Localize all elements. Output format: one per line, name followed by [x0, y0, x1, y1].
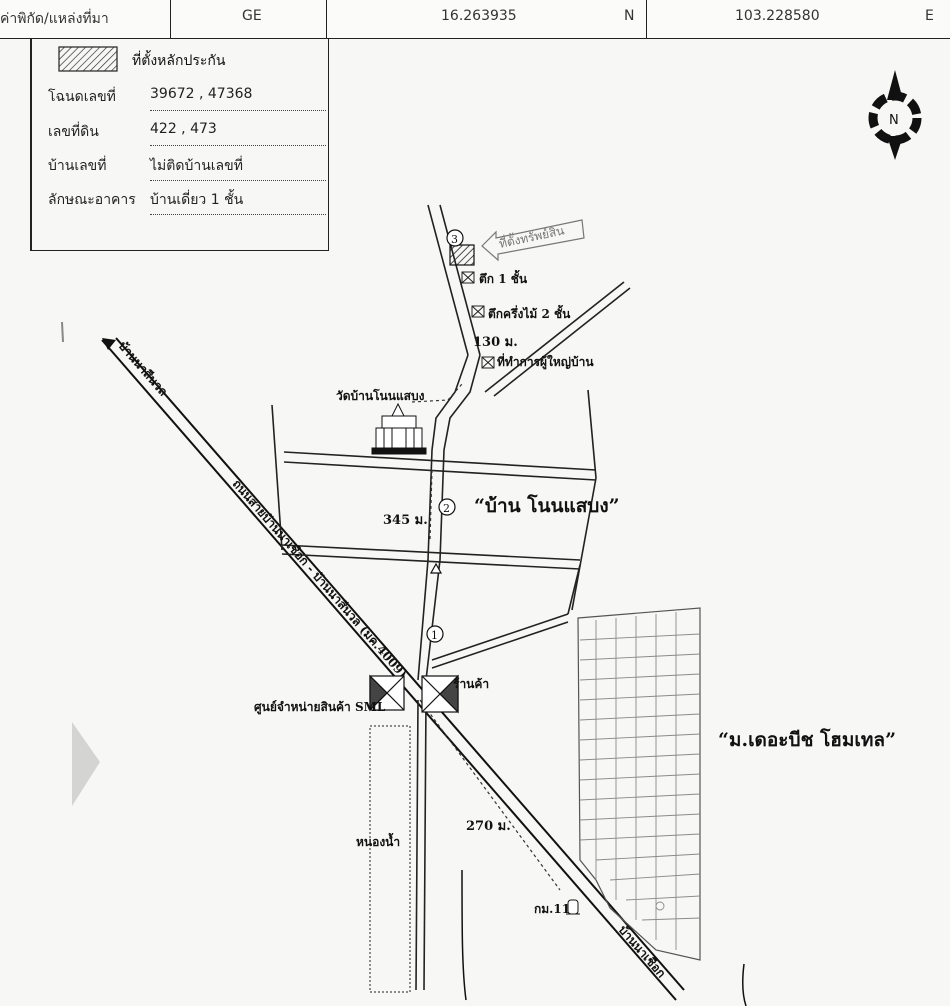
deed-number-value: 39672 , 47368 — [150, 86, 253, 102]
deed-number-label: โฉนดเลขที่ — [48, 89, 116, 105]
svg-text:1: 1 — [431, 629, 438, 642]
marker-2: 2 — [438, 498, 456, 516]
sml-center-icon — [369, 674, 405, 712]
svg-text:2: 2 — [443, 502, 450, 515]
property-location-label: ที่ตั้งทรัพย์สิน — [497, 221, 565, 250]
building-1-label: ตึก 1 ชั้น — [479, 269, 528, 286]
survey-mark-icon — [429, 562, 443, 574]
distance-270-label: 270 ม. — [466, 819, 511, 834]
dotted-line — [150, 214, 326, 215]
km-marker-label: กม.11 — [534, 902, 570, 916]
distance-345-label: 345 ม. — [383, 513, 428, 528]
land-number-value: 422 , 473 — [150, 121, 217, 137]
building-type-value: บ้านเดี่ยว 1 ชั้น — [150, 192, 244, 208]
coordinate-strip: ค่าพิกัด/แหล่งที่มา GE 16.263935 N 103.2… — [0, 0, 950, 39]
village-roads — [271, 204, 631, 991]
scan-mark — [61, 321, 64, 343]
road-end-arrow — [102, 338, 116, 350]
latitude-direction: N — [624, 8, 635, 24]
compass-north-label: N — [889, 113, 899, 128]
estate-label: “ม.เดอะบีช โฮมเทล” — [718, 728, 896, 751]
village-label: “บ้าน โนนแสบง” — [474, 494, 620, 517]
shop-label: ร้านค้า — [453, 677, 489, 691]
distance-130-label: 130 ม. — [473, 335, 518, 350]
longitude-direction: E — [925, 8, 934, 24]
housing-estate — [577, 607, 701, 961]
property-location-arrow: ที่ตั้งทรัพย์สิน — [481, 219, 585, 262]
pen-stroke — [461, 869, 467, 1001]
marker-1: 1 — [426, 625, 444, 643]
temple-label: วัดบ้านโนนแสบง — [336, 388, 425, 403]
headman-office-label: ที่ทำการผู้ใหญ่บ้าน — [497, 353, 594, 370]
land-number-label: เลขที่ดิน — [48, 124, 99, 140]
divider — [170, 0, 171, 38]
route-dashes — [411, 383, 561, 891]
main-highway — [101, 337, 685, 1001]
scan-shadow — [72, 722, 100, 806]
source-label: ค่าพิกัด/แหล่งที่มา — [0, 11, 109, 27]
dotted-line — [150, 180, 326, 181]
shop-icon — [421, 674, 459, 714]
house-number-label: บ้านเลขที่ — [48, 158, 107, 174]
building-type-label: ลักษณะอาคาร — [48, 192, 136, 208]
longitude-value: 103.228580 — [735, 8, 820, 24]
source-value: GE — [242, 8, 262, 24]
compass-icon: N — [868, 70, 922, 160]
dotted-line — [150, 145, 326, 146]
building-icon — [461, 271, 495, 369]
collateral-hatch-swatch — [58, 46, 118, 72]
highway-name-label: ถนนสายบ้านนาเชือก - บ้านนาสีนวล (มค.4009… — [230, 477, 410, 681]
pond-label: หนองน้ำ — [356, 832, 400, 849]
latitude-value: 16.263935 — [441, 8, 517, 24]
marker-3: 3 — [446, 229, 464, 247]
sml-center-label: ศูนย์จำหน่ายสินค้า SML — [254, 700, 386, 715]
building-2-label: ตึกครึ่งไม้ 2 ชั้น — [488, 304, 571, 321]
temple-icon — [371, 402, 427, 455]
divider — [646, 0, 647, 38]
legend-box: ที่ตั้งหลักประกัน โฉนดเลขที่ 39672 , 473… — [30, 38, 329, 251]
pen-stroke — [741, 963, 747, 1006]
to-nasinuan-label: บ้านนาสีนวล — [116, 339, 171, 399]
divider — [326, 0, 327, 38]
km-post-icon — [566, 899, 580, 915]
house-number-value: ไม่ติดบ้านเลขที่ — [150, 158, 243, 174]
pond-area — [369, 725, 411, 993]
dotted-line — [150, 110, 326, 111]
collateral-parcel — [449, 244, 475, 266]
svg-text:3: 3 — [451, 233, 458, 246]
collateral-label: ที่ตั้งหลักประกัน — [132, 53, 226, 69]
